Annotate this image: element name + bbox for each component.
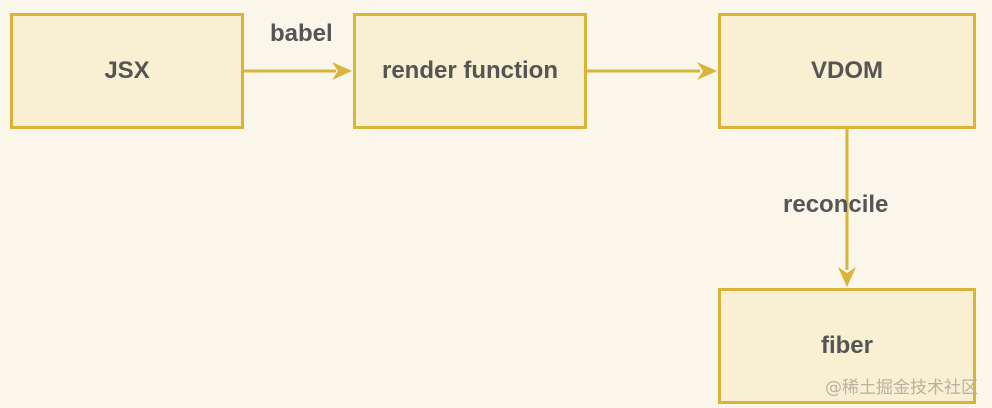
node-fiber: fiber <box>718 288 976 404</box>
node-jsx: JSX <box>10 13 244 129</box>
arrow-vdom-to-fiber-head <box>838 267 856 287</box>
node-vdom-label: VDOM <box>811 57 883 84</box>
watermark: @稀土掘金技术社区 <box>825 378 978 398</box>
arrow-jsx-to-render-head <box>332 62 352 80</box>
edge-label-babel: babel <box>270 20 333 47</box>
node-render-function: render function <box>353 13 587 129</box>
arrow-vdom-to-fiber <box>838 129 856 287</box>
node-render-function-label: render function <box>381 57 558 84</box>
node-jsx-label: JSX <box>104 57 150 84</box>
arrow-jsx-to-render <box>244 62 352 80</box>
arrow-render-to-vdom <box>587 62 717 80</box>
edge-label-reconcile: reconcile <box>783 191 889 218</box>
arrow-render-to-vdom-head <box>697 62 717 80</box>
node-fiber-label: fiber <box>820 332 873 359</box>
node-vdom: VDOM <box>718 13 976 129</box>
